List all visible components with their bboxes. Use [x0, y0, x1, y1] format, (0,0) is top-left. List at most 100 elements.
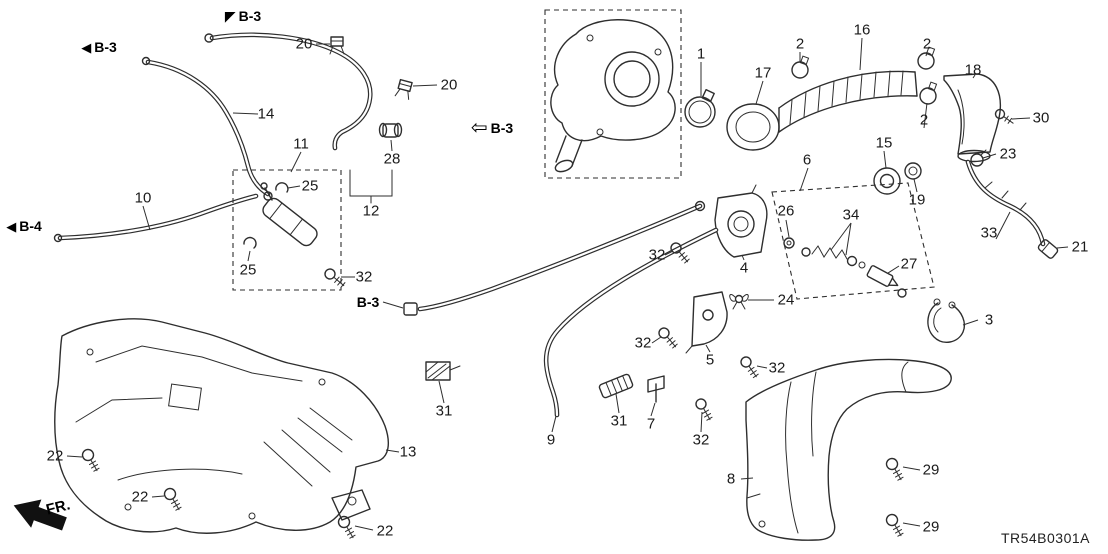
leader-lines [66, 37, 1069, 531]
callout-12: 12 [362, 202, 380, 220]
ref-label-b-3: B-3 [81, 39, 117, 55]
callout-6: 6 [802, 151, 812, 169]
callout-24: 24 [777, 291, 795, 309]
part-33-drain-hose [965, 159, 1046, 247]
ref-arrow-icon [225, 9, 236, 23]
callout-7: 7 [646, 415, 656, 433]
part-20-clamp-a [329, 36, 345, 55]
part-23-clamp [970, 149, 987, 167]
callout-2: 2 [919, 111, 929, 129]
callout-31: 31 [435, 402, 453, 420]
part-21-clip [1037, 239, 1059, 259]
ref-arrow-icon [6, 219, 16, 233]
bolt-29-b [885, 513, 904, 537]
ref-label-b-3: B-3 [357, 294, 380, 310]
ref-label-text: B-3 [490, 120, 514, 136]
callout-2: 2 [922, 35, 932, 53]
bolt-22-b [163, 487, 182, 511]
callout-20: 20 [440, 76, 458, 94]
callout-22: 22 [376, 522, 394, 540]
part-28-valve [378, 122, 403, 138]
callout-18: 18 [964, 61, 982, 79]
callout-4: 4 [739, 259, 749, 277]
callout-11: 11 [293, 135, 309, 153]
callout-29: 29 [922, 461, 940, 479]
callout-32: 32 [648, 246, 666, 264]
bolt-32-a [324, 268, 346, 288]
callout-20: 20 [295, 35, 313, 53]
diagram-code: TR54B0301A [1000, 530, 1090, 546]
callout-34: 34 [842, 206, 860, 224]
ref-label-text: B-4 [19, 218, 42, 234]
part-25-clip-b [243, 236, 257, 249]
ref-label-b-3: B-3 [471, 118, 514, 138]
part-3-hook-clamp [927, 298, 966, 343]
part-16-flexible-hose [778, 70, 918, 133]
callout-29: 29 [922, 518, 940, 536]
callout-32: 32 [355, 268, 373, 286]
callout-25: 25 [239, 261, 257, 279]
part-7-stay [647, 375, 665, 403]
callout-8: 8 [726, 470, 736, 488]
part-31-connector-b [598, 373, 634, 399]
callout-26: 26 [777, 202, 795, 220]
callout-27: 27 [900, 255, 918, 273]
callout-28: 28 [383, 150, 401, 168]
callout-23: 23 [999, 145, 1017, 163]
bolt-22-c [337, 515, 356, 539]
part-2-clamp-b [917, 46, 936, 70]
bolt-32-d [740, 356, 759, 379]
part-10-fuel-pipe [53, 193, 259, 243]
callout-1: 1 [696, 45, 706, 63]
bolt-22-a [81, 448, 100, 472]
ref-arrow-icon [81, 40, 91, 54]
callout-30: 30 [1032, 109, 1050, 127]
callout-32: 32 [692, 431, 710, 449]
part-2-clamp-c [919, 81, 938, 105]
callout-9: 9 [546, 431, 556, 449]
callout-32: 32 [634, 334, 652, 352]
ref-label-text: B-3 [356, 294, 380, 310]
callout-3: 3 [984, 311, 994, 329]
callout-14: 14 [257, 105, 275, 123]
callout-22: 22 [46, 447, 64, 465]
ref-label-text: B-3 [94, 39, 117, 55]
part-20-clamp-b [394, 78, 413, 100]
callout-22: 22 [131, 488, 149, 506]
part-19-ring [904, 162, 922, 180]
part-15-grommet [873, 167, 901, 195]
callout-33: 33 [980, 224, 998, 242]
ref-label-b-4: B-4 [6, 218, 42, 234]
part-27-valve [866, 265, 899, 287]
part-9-fuel-pipe [403, 200, 719, 418]
part-24-wire-clip [729, 294, 749, 310]
part-25-clip-a [275, 182, 289, 193]
part-31-connector-a [425, 361, 461, 381]
part-air-cleaner-assembly [544, 9, 682, 179]
part-12-bracket [349, 169, 393, 204]
bolt-30 [994, 108, 1014, 124]
ref-arrow-icon [471, 118, 488, 138]
callout-16: 16 [853, 21, 871, 39]
part-8-air-guide [745, 358, 952, 541]
part-13-undercover [54, 318, 390, 534]
fr-arrow-icon [13, 499, 67, 531]
callout-25: 25 [301, 177, 319, 195]
part-34-spring-set [801, 245, 866, 269]
part-evap-hose [204, 32, 373, 151]
callout-17: 17 [754, 64, 772, 82]
part-11-joint-assembly [232, 169, 342, 291]
callout-21: 21 [1071, 238, 1089, 256]
part-6-valve-assembly [771, 182, 935, 300]
part-1-hose-clamp [684, 88, 716, 128]
callout-2: 2 [795, 35, 805, 53]
bolt-29-a [885, 457, 904, 481]
bolt-32-e [695, 398, 713, 421]
pipe-connector-b3 [403, 302, 418, 316]
callout-13: 13 [399, 443, 417, 461]
part-5-bracket [685, 291, 728, 354]
part-14-fuel-pipe [141, 56, 271, 197]
bolt-32-b [670, 242, 690, 264]
